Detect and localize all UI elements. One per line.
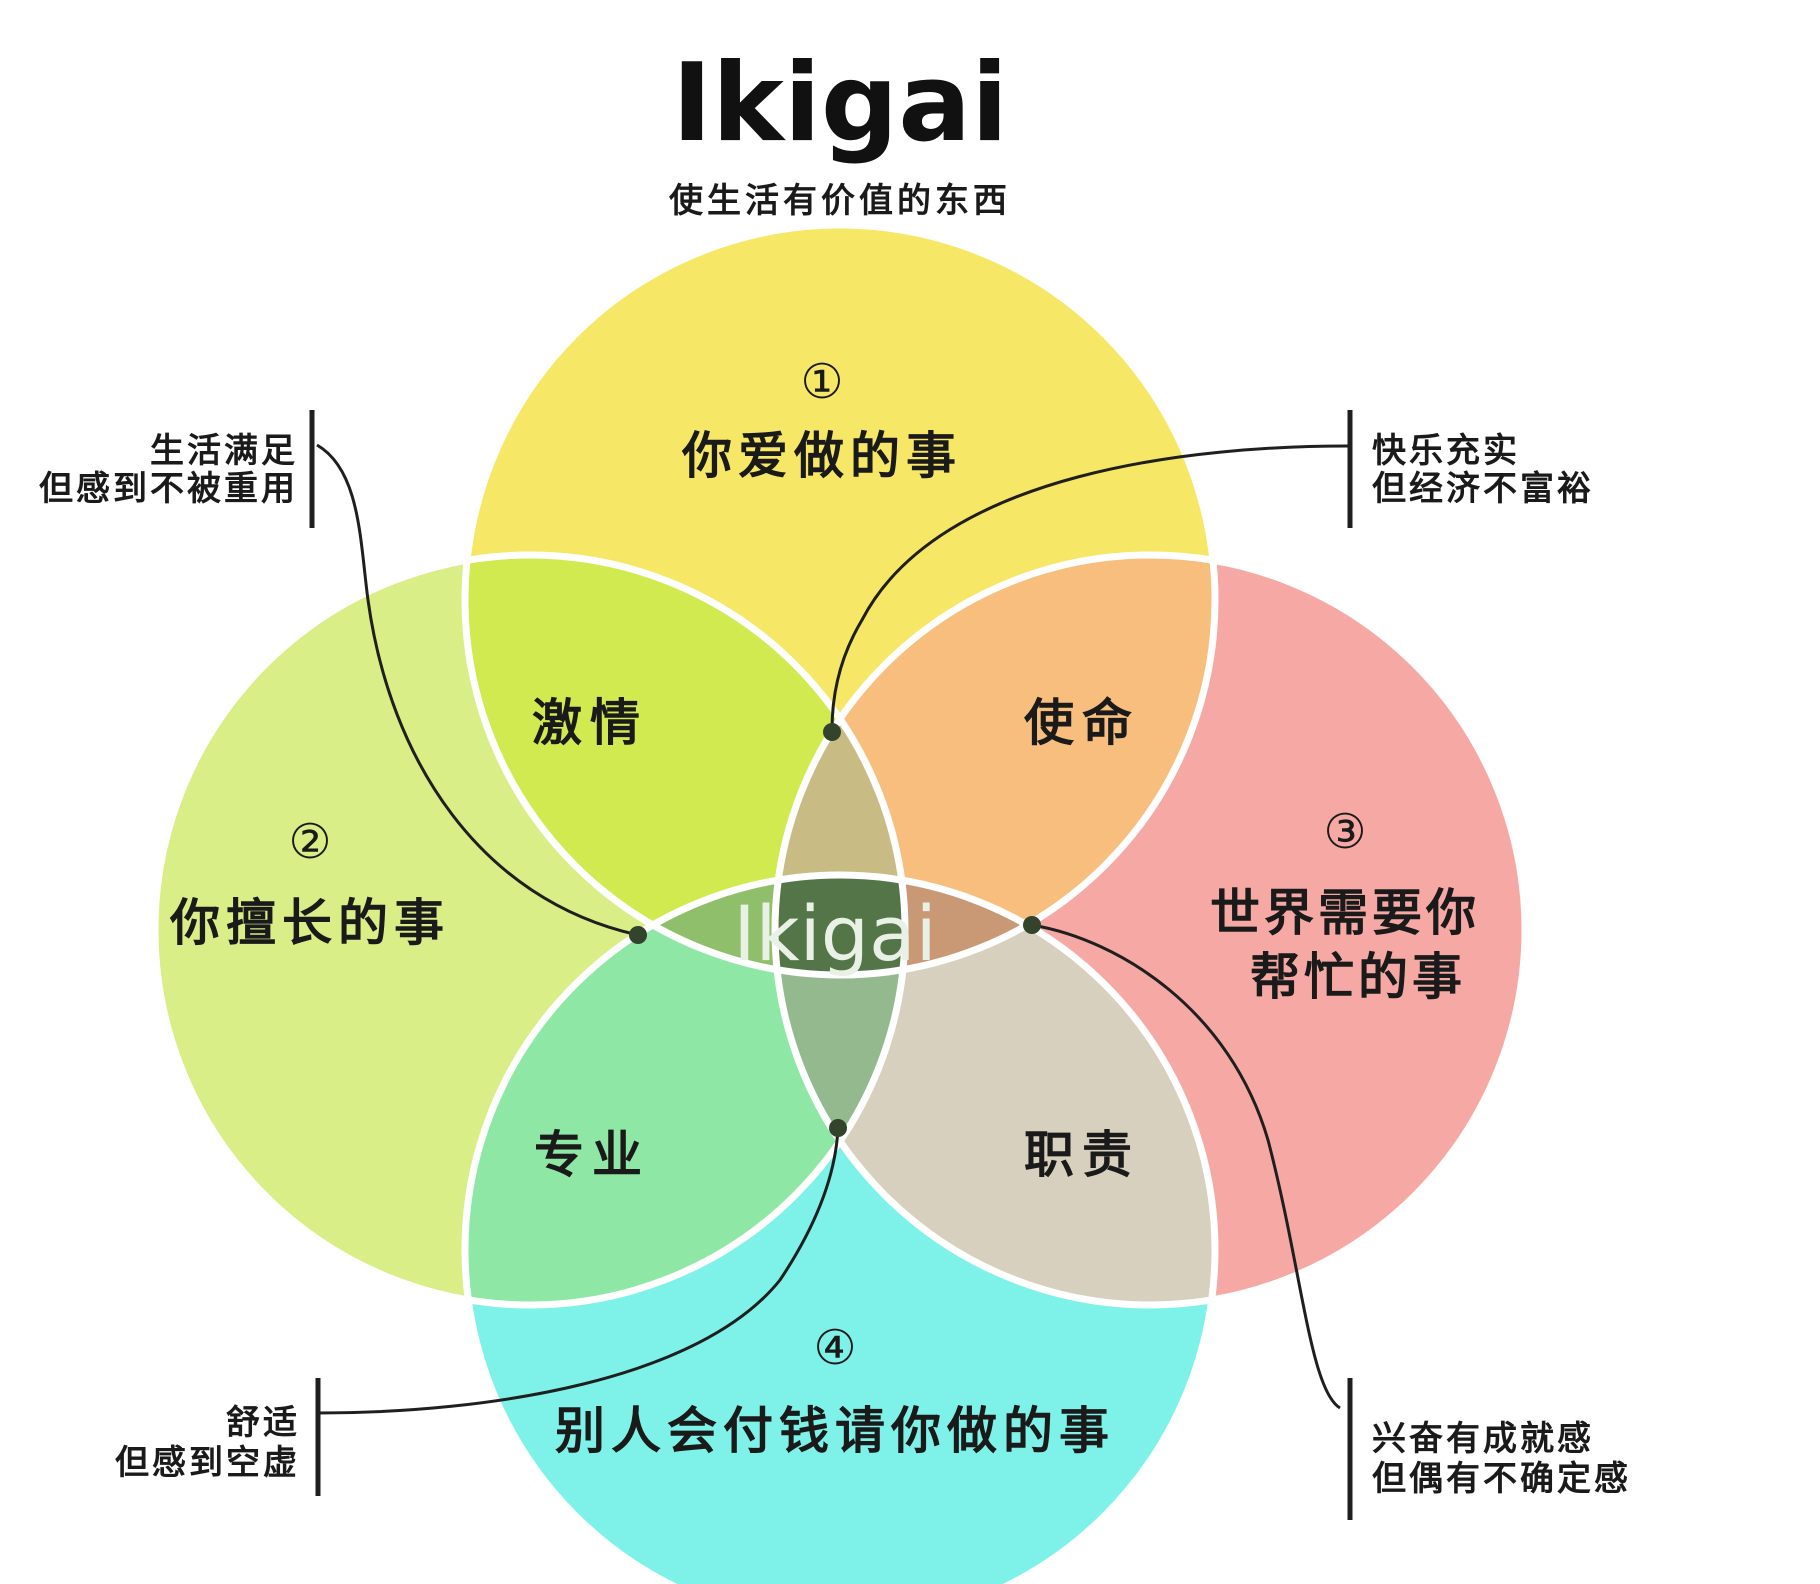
callout-line-bottom-left xyxy=(317,1127,840,1415)
diagram-title: Ikigai xyxy=(672,41,1008,166)
circle-right-label: 世界需要你 xyxy=(1210,884,1480,942)
overlap-passion-label: 激情 xyxy=(532,694,648,752)
callout-dot-bottom-lens xyxy=(829,1119,847,1137)
note-bottom-right-line1: 兴奋有成就感 xyxy=(1372,1419,1594,1459)
note-bottom-left-line1: 舒适 xyxy=(226,1403,300,1443)
circle-bottom-number: ④ xyxy=(813,1320,856,1376)
circle-left-number: ② xyxy=(288,814,331,870)
callout-lines xyxy=(316,443,1349,1415)
circle-right-label-line2: 帮忙的事 xyxy=(1250,948,1466,1006)
circle-outlines xyxy=(151,221,1529,1584)
callout-dots xyxy=(629,723,1041,1137)
note-top-left-line2: 但感到不被重用 xyxy=(39,469,298,509)
callout-line-bottom-right xyxy=(1031,923,1341,1410)
overlap-profession-label: 专业 xyxy=(534,1126,650,1184)
note-top-left-line1: 生活满足 xyxy=(150,431,298,471)
callout-dot-top-lens xyxy=(823,723,841,741)
note-brackets xyxy=(309,410,1353,1520)
circle-right-number: ③ xyxy=(1323,804,1366,860)
callout-dot-left-lens xyxy=(629,926,647,944)
note-top-right-line1: 快乐充实 xyxy=(1372,431,1520,471)
diagram-subtitle: 使生活有价值的东西 xyxy=(668,181,1011,221)
callout-dot-right-lens xyxy=(1023,916,1041,934)
circle-left-label: 你擅长的事 xyxy=(169,894,450,952)
circle-bottom-label: 别人会付钱请你做的事 xyxy=(555,1402,1115,1460)
circle-top-label: 你爱做的事 xyxy=(681,427,962,485)
overlap-mission-label: 使命 xyxy=(1024,694,1140,752)
note-top-right-line2: 但经济不富裕 xyxy=(1372,469,1594,509)
center-ikigai-label: Ikigai xyxy=(733,889,936,978)
callout-line-top-right xyxy=(830,444,1349,731)
note-bottom-left-line2: 但感到空虚 xyxy=(115,1443,300,1483)
circle-top-number: ① xyxy=(800,354,843,410)
callout-line-top-left xyxy=(316,443,639,937)
overlap-vocation-label: 职责 xyxy=(1024,1126,1140,1184)
note-bottom-right-line2: 但偶有不确定感 xyxy=(1372,1459,1631,1499)
